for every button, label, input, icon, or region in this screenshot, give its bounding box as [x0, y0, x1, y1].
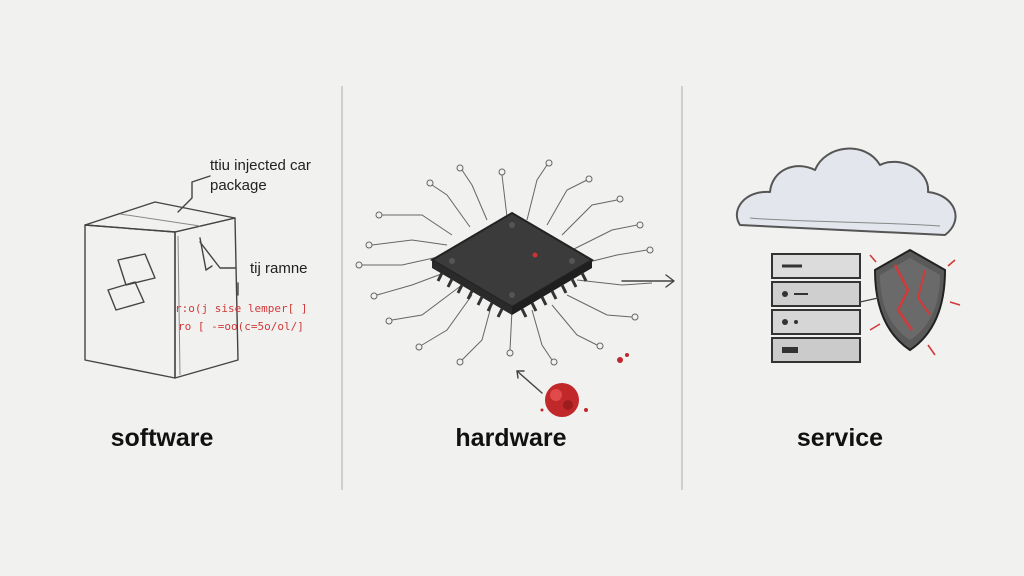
malicious-implant-icon	[516, 353, 629, 417]
cloud-icon	[735, 147, 957, 236]
service-panel-art	[735, 147, 961, 363]
software-panel-art: ttiu injected car package tij ramne r:o(…	[84, 157, 311, 379]
label-software: software	[110, 424, 214, 452]
code-snippet-line-2: ro [ -=oo(c=5o/ol/]	[178, 320, 304, 333]
code-snippet-line-1: r:o(j sise lemper[ ]	[175, 302, 307, 315]
hardware-panel-art	[355, 159, 675, 417]
box-icon	[84, 201, 239, 379]
callout-injected-package: ttiu injected car	[210, 157, 311, 174]
chip-icon	[430, 211, 594, 315]
label-hardware: hardware	[455, 424, 567, 452]
callout-tamper: tij ramne	[250, 260, 308, 277]
shield-icon	[859, 248, 961, 356]
divider-left	[341, 86, 343, 490]
label-service: service	[796, 424, 884, 452]
divider-right	[681, 86, 683, 490]
callout-package: package	[210, 177, 267, 194]
server-rack-icon	[771, 253, 861, 363]
